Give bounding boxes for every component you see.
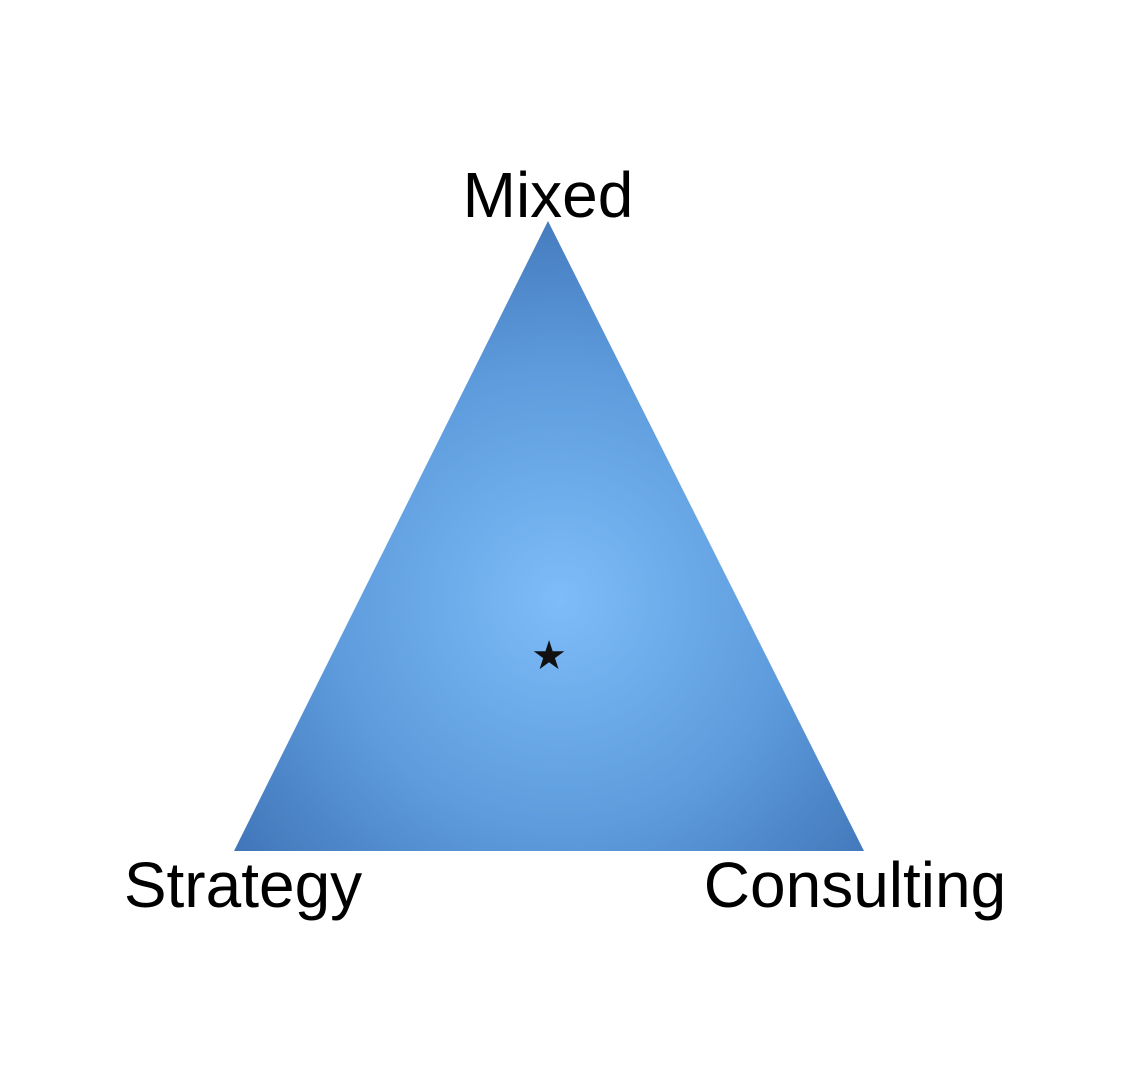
vertex-label-bottom-right: Consulting [704, 849, 1006, 921]
vertex-label-top: Mixed [463, 159, 634, 231]
star-icon: ★ [531, 633, 567, 679]
vertex-label-bottom-left: Strategy [124, 849, 362, 921]
triangle-shape [234, 221, 864, 851]
